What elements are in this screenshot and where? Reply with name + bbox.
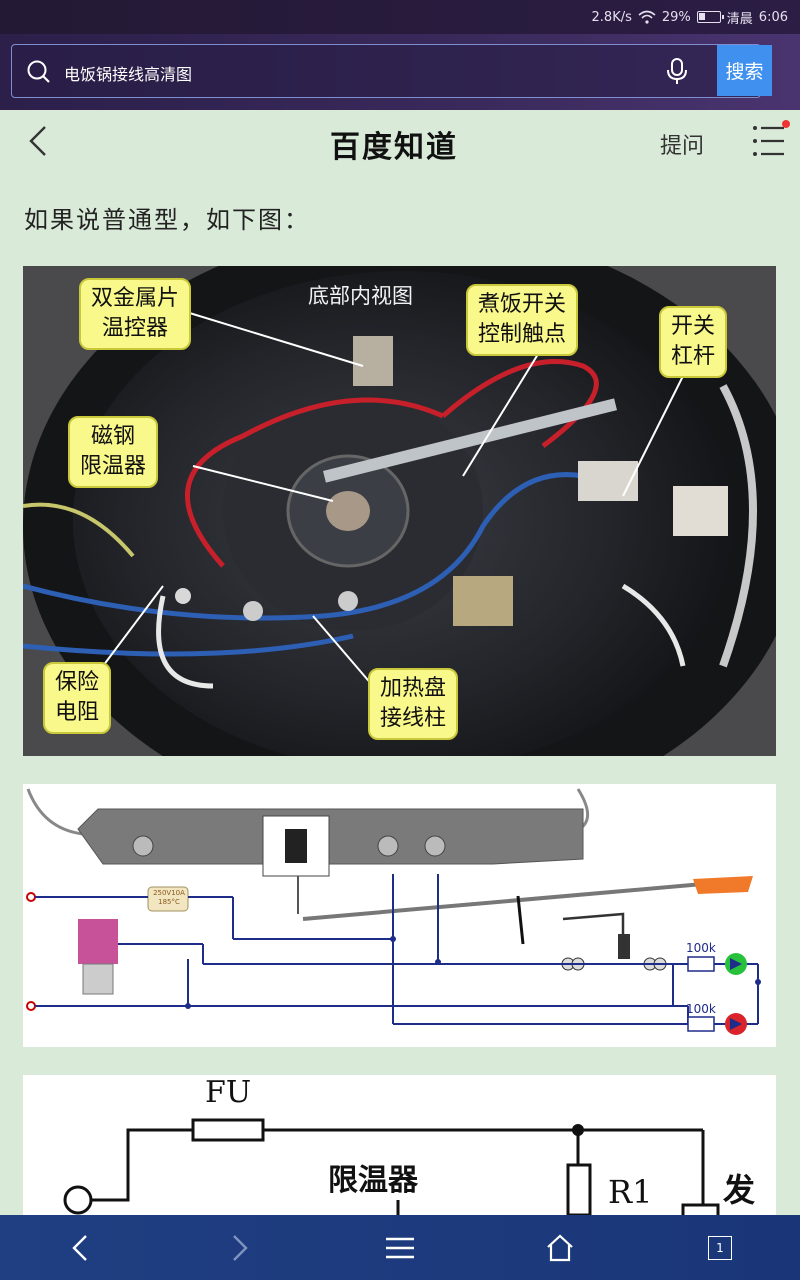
resistor-label-top: 100k (686, 941, 716, 955)
nav-forward-button[interactable] (160, 1215, 320, 1280)
search-header: 电饭锅接线高清图 搜索 (0, 34, 800, 110)
wiring-drawing (26, 788, 761, 1035)
bottom-nav-bar: 1 (0, 1215, 800, 1280)
callout-magnet: 磁钢 限温器 (68, 416, 159, 488)
microphone-icon[interactable] (666, 57, 688, 85)
schematic-drawing (63, 1118, 720, 1215)
back-arrow-icon (72, 1234, 87, 1261)
menu-icon (753, 126, 784, 156)
notification-dot (782, 120, 790, 128)
page-nav: 百度知道 提问 (0, 110, 800, 174)
tab-count: 1 (708, 1235, 732, 1260)
wiring-diagram[interactable]: 250V10A 185°C 100k 100k (23, 784, 776, 1047)
nav-menu-button[interactable] (320, 1215, 480, 1280)
callout-cook-contact: 煮饭开关 控制触点 (466, 284, 579, 356)
time-period: 清晨 (726, 11, 753, 27)
partial-label: 发 (723, 1171, 756, 1209)
wifi-icon (638, 10, 656, 24)
callout-fuse: 保险 电阻 (43, 662, 112, 734)
photo-title: 底部内视图 (308, 284, 413, 308)
battery-percent: 29% (661, 9, 691, 25)
search-box[interactable]: 电饭锅接线高清图 搜索 (11, 44, 772, 98)
search-input[interactable]: 电饭锅接线高清图 (64, 65, 193, 84)
answer-intro: 如果说普通型，如下图： (24, 206, 310, 234)
rice-cooker-bottom-photo[interactable]: 底部内视图 双金属片 温控器 煮饭开关 控制触点 开关 杠杆 磁钢 限温器 保险… (23, 266, 776, 756)
callout-heater: 加热盘 接线柱 (368, 668, 459, 740)
search-button[interactable]: 搜索 (717, 45, 772, 96)
nav-tabs-button[interactable]: 1 (640, 1215, 800, 1280)
hamburger-icon (386, 1237, 414, 1258)
circuit-schematic[interactable]: FU 限温器 R1 发 (23, 1075, 776, 1215)
photo-drawing (23, 266, 776, 756)
site-logo[interactable]: 百度知道 (330, 130, 458, 165)
status-bar: 2.8K/s 29% 清晨 6:06 (0, 0, 800, 34)
callout-bimetal: 双金属片 温控器 (79, 278, 192, 350)
home-icon (547, 1234, 573, 1261)
nav-home-button[interactable] (480, 1215, 640, 1280)
ask-button[interactable]: 提问 (660, 134, 705, 159)
clock: 6:06 (758, 9, 788, 25)
forward-arrow-icon (233, 1234, 248, 1261)
resistor-label-bottom: 100k (686, 1002, 716, 1016)
search-icon (27, 60, 50, 83)
back-icon[interactable] (28, 124, 48, 158)
nav-back-button[interactable] (0, 1215, 160, 1280)
limiter-label: 限温器 (328, 1163, 418, 1198)
network-speed: 2.8K/s (591, 9, 632, 25)
resistor-r1-label: R1 (608, 1173, 653, 1211)
callout-switch-lever: 开关 杠杆 (659, 306, 728, 378)
fuse-rating: 250V10A 185°C (153, 889, 185, 906)
battery-icon (696, 11, 724, 23)
fuse-label: FU (205, 1075, 252, 1110)
menu-button[interactable] (752, 120, 790, 162)
